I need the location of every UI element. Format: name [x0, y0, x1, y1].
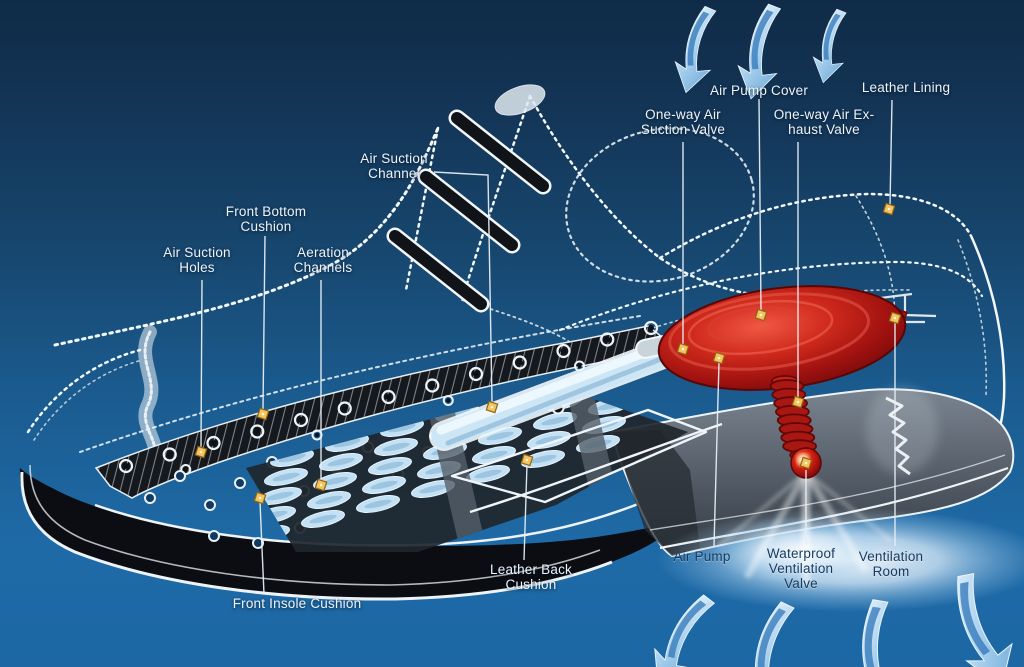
laces [386, 109, 552, 313]
leader-front-insole-cushion [259, 501, 265, 595]
leader-air-suction-channel [433, 171, 493, 403]
leader-air-suction-holes [200, 279, 203, 448]
suction-channel-tube [429, 337, 683, 451]
leader-front-bottom-cushion [262, 235, 266, 410]
leader-leather-lining [889, 99, 893, 206]
shank-frames [450, 401, 723, 514]
marker-dots [194, 202, 902, 505]
intake-arrows [667, 0, 856, 104]
leader-air-pump-cover [758, 98, 762, 311]
pump-ribbed-tube [769, 375, 817, 461]
leader-lines [200, 98, 896, 595]
leader-leather-back-cushion [523, 463, 528, 561]
tongue [494, 84, 546, 116]
leader-air-pump [713, 361, 720, 547]
ventilation-room-zigzag [885, 396, 911, 476]
